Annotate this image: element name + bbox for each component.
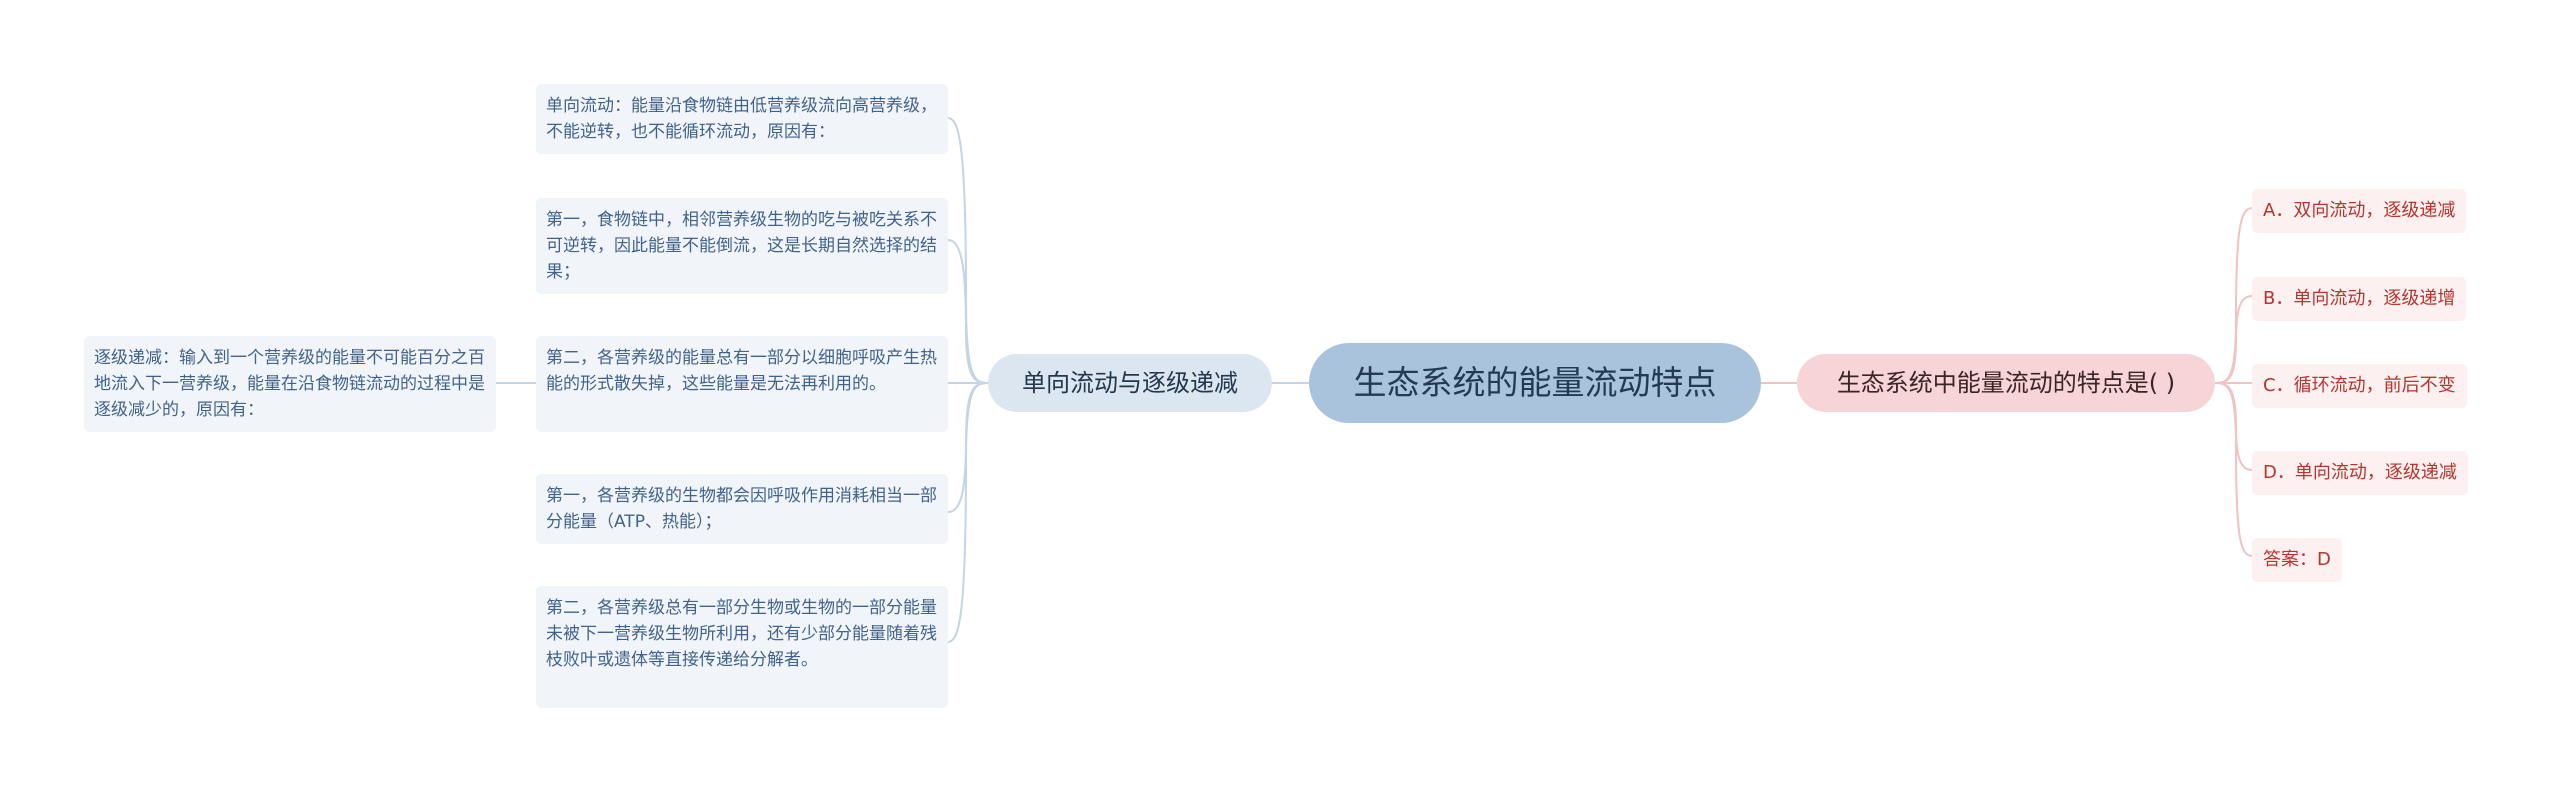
link-right-opt-5	[2214, 382, 2253, 557]
option-c[interactable]: C．循环流动，前后不变	[2252, 364, 2467, 408]
link-right-opt-2	[2214, 295, 2253, 384]
root-topic[interactable]: 生态系统的能量流动特点	[1309, 343, 1761, 423]
option-d[interactable]: D．单向流动，逐级递减	[2252, 451, 2468, 495]
left-item-decrease-first[interactable]: 第一，各营养级的生物都会因呼吸作用消耗相当一部分能量（ATP、热能）；	[536, 474, 948, 544]
link-left-item-4	[947, 382, 989, 513]
answer[interactable]: 答案：D	[2252, 538, 2342, 582]
left-item-single-direction[interactable]: 单向流动：能量沿食物链由低营养级流向高营养级，不能逆转，也不能循环流动，原因有：	[536, 84, 948, 154]
link-left-item-1	[947, 117, 989, 384]
link-left-item-5	[947, 382, 989, 643]
branch-single-direction-decreasing[interactable]: 单向流动与逐级递减	[988, 354, 1272, 412]
option-b[interactable]: B．单向流动，逐级递增	[2252, 277, 2467, 321]
link-left-item-2	[947, 239, 989, 384]
left-item-decrease-second[interactable]: 第二，各营养级总有一部分生物或生物的一部分能量未被下一营养级生物所利用，还有少部…	[536, 586, 948, 708]
link-right-opt-4	[2214, 382, 2253, 471]
option-a[interactable]: A．双向流动，逐级递减	[2252, 189, 2467, 233]
left-item-reason-first[interactable]: 第一，食物链中，相邻营养级生物的吃与被吃关系不可逆转，因此能量不能倒流，这是长期…	[536, 198, 948, 294]
left-item-reason-second[interactable]: 第二，各营养级的能量总有一部分以细胞呼吸产生热能的形式散失掉，这些能量是无法再利…	[536, 336, 948, 432]
link-right-opt-1	[2214, 207, 2253, 384]
branch-question[interactable]: 生态系统中能量流动的特点是( )	[1797, 354, 2215, 412]
left-sub-decreasing[interactable]: 逐级递减：输入到一个营养级的能量不可能百分之百地流入下一营养级，能量在沿食物链流…	[84, 336, 496, 432]
